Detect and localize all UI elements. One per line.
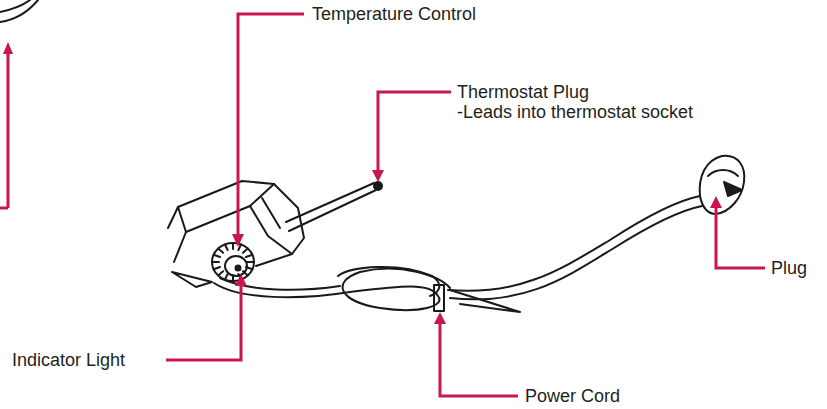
- leader-line: [0, 52, 8, 208]
- partial-outline: [0, 0, 38, 22]
- thermostat-probe: [286, 183, 376, 231]
- arrowhead: [232, 234, 244, 247]
- arrowhead: [710, 196, 722, 208]
- part-label: Temperature Control: [312, 4, 476, 24]
- part-label: -Leads into thermostat socket: [457, 102, 693, 122]
- knob-face: [225, 256, 247, 276]
- leader-line: [378, 92, 451, 172]
- knurl-stroke: [212, 261, 219, 263]
- control-body: [168, 181, 304, 287]
- knurl-stroke: [214, 255, 220, 257]
- knurl-stroke: [225, 274, 228, 280]
- partial-outline: [0, 0, 30, 12]
- cord-loop: [338, 267, 439, 296]
- part-label: Indicator Light: [12, 350, 125, 370]
- knurl-stroke: [247, 261, 254, 263]
- arrowhead: [434, 312, 446, 324]
- cord-strap: [450, 290, 520, 312]
- leader-line: [166, 284, 241, 360]
- leader-lines: [0, 14, 765, 396]
- leader-arrowheads: [3, 42, 722, 324]
- leader-line: [440, 322, 518, 396]
- part-label: Thermostat Plug: [457, 82, 589, 102]
- leader-line: [716, 206, 765, 268]
- knurl-stroke: [243, 271, 248, 275]
- knurl-stroke: [232, 243, 234, 249]
- power-cord: [450, 206, 702, 299]
- leader-line: [238, 14, 304, 236]
- arrowhead: [235, 274, 247, 286]
- knurl-stroke: [214, 267, 220, 269]
- plug-prong: [724, 182, 742, 196]
- power-cord: [448, 196, 700, 291]
- knurl-stroke: [232, 275, 234, 281]
- part-label: Plug: [771, 258, 807, 278]
- knob-knurling: [212, 243, 254, 281]
- body-edge: [174, 207, 186, 262]
- body-edge: [262, 198, 280, 228]
- control-drawing: [0, 0, 744, 312]
- knurl-stroke: [218, 271, 223, 275]
- knurl-stroke: [218, 249, 223, 253]
- arrowhead: [372, 170, 384, 182]
- probe-tip: [374, 182, 382, 190]
- arrowhead: [3, 42, 13, 54]
- part-label: Power Cord: [525, 386, 620, 406]
- knurl-stroke: [246, 267, 252, 269]
- cord-tie: [434, 285, 444, 311]
- knurl-stroke: [243, 249, 248, 253]
- knurl-stroke: [225, 244, 228, 250]
- power-cord: [214, 269, 450, 310]
- temperature-knob: [212, 243, 254, 281]
- plug-body: [700, 156, 745, 214]
- knurl-stroke: [246, 255, 252, 257]
- indicator-light: [236, 266, 241, 271]
- plug-edge: [708, 170, 738, 176]
